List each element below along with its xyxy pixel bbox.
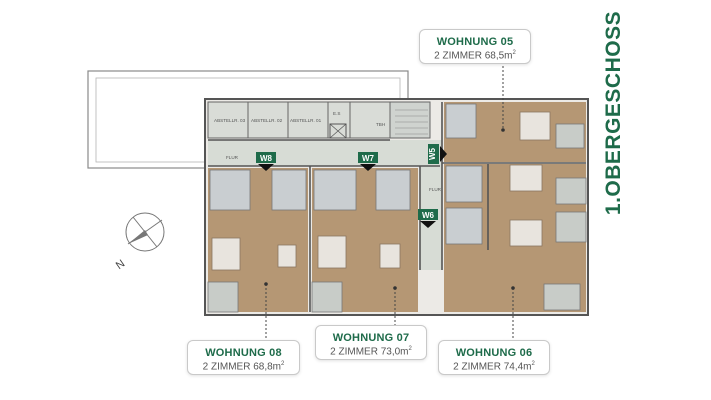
entrance-marker-icon — [360, 164, 376, 171]
apartment-title: WOHNUNG 08 — [205, 347, 282, 359]
svg-text:W6: W6 — [422, 211, 435, 220]
apartment-label-06: WOHNUNG 06 2 ZIMMER 74,4m2 — [438, 340, 550, 375]
room-labels: ABSTELLR. 03 ABSTELLR. 02 ABSTELLR. 01 E… — [214, 111, 442, 192]
apartment-title: WOHNUNG 07 — [332, 332, 410, 344]
entrance-marker-icon — [420, 221, 436, 228]
entrance-w6: W6 — [418, 209, 438, 228]
apartment-details: 2 ZIMMER 68,5m2 — [434, 50, 516, 62]
entrance-marker-icon — [258, 164, 274, 171]
apartment-label-08: WOHNUNG 08 2 ZIMMER 68,8m2 — [187, 340, 300, 375]
apartment-label-07: WOHNUNG 07 2 ZIMMER 73,0m2 — [315, 325, 427, 360]
entrance-w8: W8 — [256, 152, 276, 171]
apartment-label-05: WOHNUNG 05 2 ZIMMER 68,5m2 — [419, 29, 531, 64]
leader-dots — [264, 128, 515, 290]
apartment-title: WOHNUNG 05 — [436, 36, 514, 48]
svg-text:ABSTELLR. 02: ABSTELLR. 02 — [251, 118, 283, 123]
svg-text:E.S: E.S — [333, 111, 340, 116]
apartment-details: 2 ZIMMER 68,8m2 — [202, 361, 285, 373]
svg-text:FLUR: FLUR — [226, 155, 239, 160]
entrance-w7: W7 — [358, 152, 378, 171]
svg-text:FLUR: FLUR — [429, 187, 442, 192]
apartment-details: 2 ZIMMER 74,4m2 — [453, 361, 535, 373]
apartment-07-area — [311, 168, 418, 313]
stairs — [395, 109, 428, 135]
svg-text:W8: W8 — [260, 154, 273, 163]
apartment-title: WOHNUNG 06 — [455, 347, 533, 359]
compass-icon: N — [114, 212, 165, 272]
floor-title: 1.OBERGESCHOSS — [602, 10, 625, 215]
svg-text:W5: W5 — [428, 147, 437, 160]
apartment-05-area — [444, 102, 586, 162]
svg-text:TBH: TBH — [376, 122, 385, 127]
entrance-marker-icon — [440, 146, 447, 162]
apartment-06-area — [444, 164, 587, 312]
apartment-08-area — [207, 168, 308, 313]
svg-text:ABSTELLR. 01: ABSTELLR. 01 — [290, 118, 322, 123]
svg-text:ABSTELLR. 03: ABSTELLR. 03 — [214, 118, 246, 123]
leader-lines — [265, 62, 514, 340]
entrance-w5: W5 — [428, 144, 447, 164]
apartment-details: 2 ZIMMER 73,0m2 — [330, 346, 412, 358]
compass-north-label: N — [114, 258, 127, 272]
building — [204, 98, 589, 316]
storage-rooms — [207, 101, 431, 139]
svg-text:W7: W7 — [362, 154, 375, 163]
elevator — [329, 123, 347, 139]
